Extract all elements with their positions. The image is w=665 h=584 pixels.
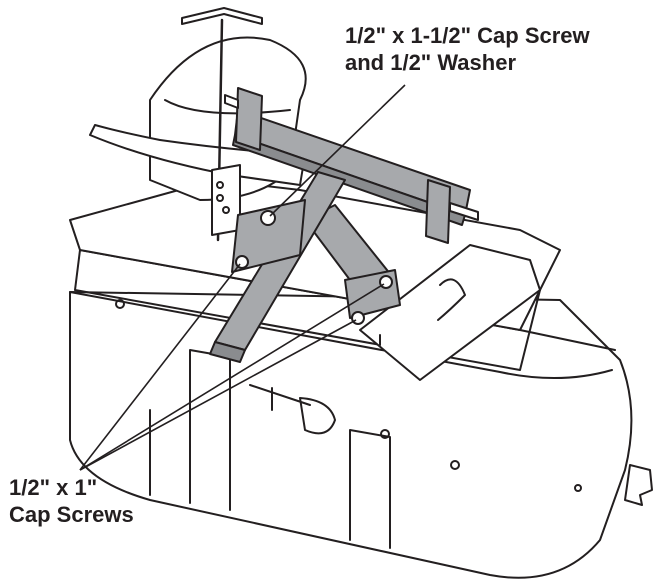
callout-washer-line1: 1/2" x 1-1/2" Cap Screw (345, 23, 590, 48)
mount-plate (231, 199, 306, 273)
latch (624, 464, 653, 506)
leader-screw-1 (79, 263, 241, 471)
callout-cap-screw-washer: 1/2" x 1-1/2" Cap Screw and 1/2" Washer (345, 22, 590, 76)
spring-clip (437, 278, 466, 321)
callout-cap-screws: 1/2" x 1" Cap Screws (9, 474, 134, 528)
callout-cap-screws-line1: 1/2" x 1" (9, 475, 98, 500)
callout-washer-line2: and 1/2" Washer (345, 50, 517, 75)
leader-screw-3 (79, 319, 357, 471)
callout-cap-screws-line2: Cap Screws (9, 502, 134, 527)
leader-washer (269, 84, 406, 217)
right-end-plate (425, 179, 451, 244)
hitch-pin (249, 384, 336, 435)
cap-screw-3 (351, 311, 365, 325)
leader-screw-2 (79, 283, 385, 471)
left-end-plate (235, 87, 263, 151)
